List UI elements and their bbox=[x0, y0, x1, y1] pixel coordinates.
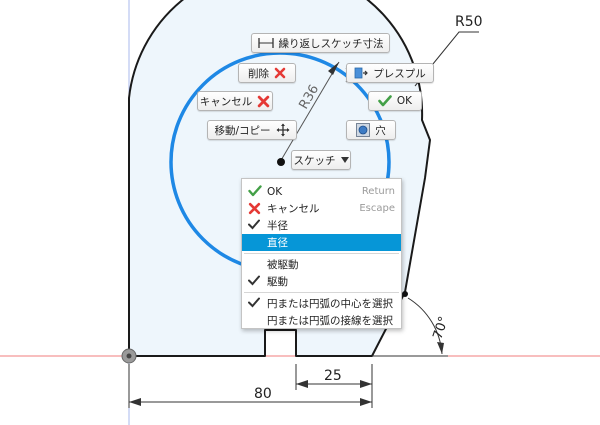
check-green-icon bbox=[248, 185, 262, 197]
repeat-sketch-dim-label: 繰り返しスケッチ寸法 bbox=[278, 37, 384, 50]
dimension-icon bbox=[257, 38, 274, 48]
ok-button[interactable]: OK bbox=[368, 91, 422, 111]
move-copy-button[interactable]: 移動/コピー bbox=[207, 120, 297, 140]
ok-label: OK bbox=[396, 95, 413, 107]
tangent-point[interactable] bbox=[402, 291, 408, 297]
move-copy-label: 移動/コピー bbox=[214, 124, 271, 137]
origin-center-dot bbox=[126, 353, 132, 359]
hole-icon bbox=[356, 123, 371, 137]
press-pull-button[interactable]: プレスプル bbox=[346, 63, 434, 83]
x-red-icon bbox=[248, 202, 261, 215]
dim25-arrow-left bbox=[296, 380, 308, 388]
hole-button[interactable]: 穴 bbox=[346, 120, 396, 140]
menu-item-label: OK bbox=[267, 185, 283, 198]
menu-item-radius[interactable]: 半径 bbox=[242, 217, 401, 234]
menu-item-label: 被駆動 bbox=[267, 259, 299, 271]
menu-shortcut: Escape bbox=[359, 203, 395, 214]
x-red-icon bbox=[258, 95, 270, 107]
menu-item-driven[interactable]: 被駆動 bbox=[242, 256, 401, 273]
cancel-label: キャンセル bbox=[199, 95, 253, 108]
menu-item-select-tangent[interactable]: 円または円弧の接線を選択 bbox=[242, 312, 401, 329]
checkmark-icon bbox=[248, 219, 260, 230]
repeat-sketch-dim-button[interactable]: 繰り返しスケッチ寸法 bbox=[251, 33, 390, 53]
menu-item-select-center[interactable]: 円または円弧の中心を選択 bbox=[242, 295, 401, 312]
x-red-icon bbox=[274, 67, 286, 79]
checkmark-icon bbox=[248, 275, 260, 286]
menu-item-label: 直径 bbox=[267, 237, 288, 249]
sketch-label: スケッチ bbox=[293, 154, 336, 167]
sketch-dropdown-button[interactable]: スケッチ bbox=[291, 150, 351, 170]
circle-center-point[interactable] bbox=[277, 158, 285, 166]
dim-70-label[interactable]: 70° bbox=[431, 315, 452, 342]
press-pull-label: プレスプル bbox=[373, 67, 426, 80]
delete-label: 削除 bbox=[248, 67, 269, 80]
menu-item-label: 半径 bbox=[267, 220, 288, 232]
press-pull-icon bbox=[354, 67, 369, 79]
dim-25-label[interactable]: 25 bbox=[324, 368, 342, 384]
menu-separator bbox=[244, 292, 399, 293]
menu-item-label: 円または円弧の接線を選択 bbox=[267, 315, 393, 327]
dim80-arrow-left bbox=[129, 398, 141, 406]
delete-button[interactable]: 削除 bbox=[238, 63, 296, 83]
hole-label: 穴 bbox=[375, 124, 386, 137]
menu-item-label: キャンセル bbox=[267, 203, 320, 215]
menu-item-label: 円または円弧の中心を選択 bbox=[267, 298, 393, 310]
r36-arrowhead bbox=[328, 62, 339, 75]
menu-item-cancel[interactable]: キャンセル Escape bbox=[242, 200, 401, 217]
menu-shortcut: Return bbox=[361, 186, 395, 197]
chevron-down-icon bbox=[340, 157, 349, 163]
menu-separator bbox=[244, 253, 399, 254]
menu-item-label: 駆動 bbox=[267, 276, 288, 288]
r36-dimension-line bbox=[279, 61, 340, 163]
context-menu[interactable]: OK Return キャンセル Escape 半径 直径 被駆動 駆動 円または… bbox=[241, 178, 402, 329]
dim-80-label[interactable]: 80 bbox=[254, 386, 272, 402]
angle-arrowhead bbox=[437, 342, 444, 354]
cancel-button[interactable]: キャンセル bbox=[197, 91, 273, 111]
menu-item-diameter[interactable]: 直径 bbox=[242, 234, 401, 251]
dim25-arrow-right bbox=[360, 380, 372, 388]
move-icon bbox=[276, 123, 290, 137]
dim-r50-label[interactable]: R50 bbox=[455, 14, 483, 30]
menu-item-driving[interactable]: 駆動 bbox=[242, 273, 401, 290]
dim80-arrow-right bbox=[360, 398, 372, 406]
check-green-icon bbox=[378, 95, 392, 107]
menu-item-ok[interactable]: OK Return bbox=[242, 183, 401, 200]
checkmark-icon bbox=[248, 297, 260, 308]
